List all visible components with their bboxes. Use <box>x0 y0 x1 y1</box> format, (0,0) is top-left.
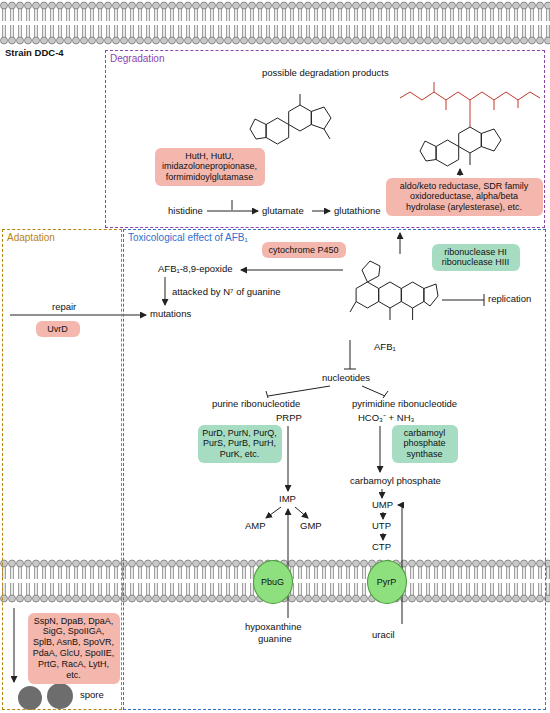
region-title: Degradation <box>110 53 164 64</box>
glutathione-chain <box>400 82 540 127</box>
spore <box>47 683 73 709</box>
text-label: AFB₁ <box>374 342 396 353</box>
text-label: UTP <box>372 521 391 532</box>
node-label: UvrD <box>47 324 68 334</box>
afb1-molecule <box>350 261 438 320</box>
node-label: SspN, DpaB, DpaA, SigG, SpoIIGA, SplB, A… <box>33 616 115 681</box>
text-label: nucleotides <box>322 373 370 384</box>
text-label: carbamoyl phosphate <box>350 476 441 487</box>
text-label: HCO₃⁻ + NH₃ <box>358 413 414 424</box>
node-label: ribonuclease HI ribonuclease HIII <box>442 247 510 268</box>
text-label: possible degradation products <box>262 68 389 79</box>
text-label: PRPP <box>276 413 302 424</box>
node-label: cytochrome P450 <box>268 245 338 255</box>
text-label: CTP <box>372 542 391 553</box>
text-label: glutamate <box>262 206 304 217</box>
enzyme-box: aldo/keto reductase, SDR family oxidored… <box>386 178 543 217</box>
text-label: uracil <box>372 630 395 641</box>
node-label: aldo/keto reductase, SDR family oxidored… <box>400 181 529 213</box>
node-label: PurD, PurN, PurQ, PurS, PurB, PurH, PurK… <box>202 428 277 460</box>
transporter: PyrP <box>367 560 407 604</box>
node-label: carbamoyl phosphate synthase <box>403 428 445 460</box>
cell-membrane <box>0 558 550 604</box>
text-label: replication <box>488 294 531 305</box>
node-label: PbuG <box>261 577 284 587</box>
enzyme-box: HutH, HutU, imidazolonepropionase, formi… <box>155 148 265 187</box>
enzyme-box: UvrD <box>36 321 80 338</box>
enzyme-box: PurD, PurN, PurQ, PurS, PurB, PurH, PurK… <box>198 425 282 464</box>
text-label: pyrimidine ribonucleotide <box>352 399 457 410</box>
text-label: histidine <box>168 206 203 217</box>
text-label: mutations <box>150 309 191 320</box>
text-label: purine ribonucleotide <box>212 399 300 410</box>
molecule <box>420 127 501 166</box>
text-label: UMP <box>372 500 393 511</box>
text-label: spore <box>80 690 104 701</box>
transporter: PbuG <box>253 560 293 604</box>
text-label: IMP <box>279 494 296 505</box>
enzyme-box: cytochrome P450 <box>262 242 346 259</box>
text-label: GMP <box>300 521 322 532</box>
enzyme-box: ribonuclease HI ribonuclease HIII <box>432 244 520 272</box>
node-label: HutH, HutU, imidazolonepropionase, formi… <box>162 151 257 183</box>
molecule <box>250 94 331 144</box>
enzyme-box: carbamoyl phosphate synthase <box>392 425 458 464</box>
text-label: AMP <box>245 521 266 532</box>
text-label: attacked by N⁷ of guanine <box>172 287 281 298</box>
text-label: guanine <box>258 634 292 645</box>
sporulation-box: SspN, DpaB, DpaA, SigG, SpoIIGA, SplB, A… <box>28 613 120 685</box>
text-label: AFB₁-8,9-epoxide <box>158 264 233 275</box>
pathway-arrows <box>10 169 484 682</box>
text-label: hypoxanthine <box>245 622 302 633</box>
text-label: Strain DDC-4 <box>5 48 64 59</box>
text-label: repair <box>52 302 76 313</box>
spore <box>18 686 42 710</box>
cell-membrane <box>0 0 550 46</box>
region-title: Adaptation <box>7 232 55 243</box>
text-label: glutathione <box>334 206 380 217</box>
toxicology-region: Toxicological effect of AFB₁ cytochrome P… <box>123 229 546 710</box>
node-label: PyrP <box>377 577 397 587</box>
region-title: Toxicological effect of AFB₁ <box>128 232 248 243</box>
